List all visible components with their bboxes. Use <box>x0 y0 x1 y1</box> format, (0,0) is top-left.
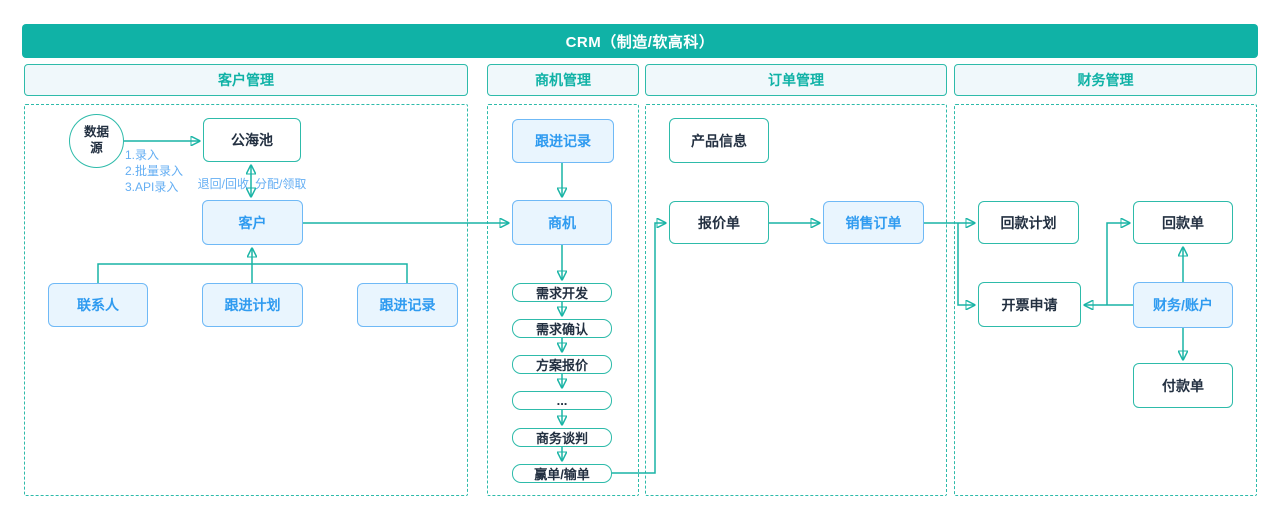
diagram-title: CRM（制造/软高科） <box>22 24 1258 58</box>
section-header-opportunity: 商机管理 <box>487 64 639 96</box>
node-sales-order[interactable]: 销售订单 <box>823 201 924 244</box>
node-product-info[interactable]: 产品信息 <box>669 118 769 163</box>
section-header-order: 订单管理 <box>645 64 947 96</box>
node-stage-demand-confirm[interactable]: 需求确认 <box>512 319 612 338</box>
node-follow-record-customer[interactable]: 跟进记录 <box>357 283 458 327</box>
node-invoice-request[interactable]: 开票申请 <box>978 282 1081 327</box>
node-public-pool[interactable]: 公海池 <box>203 118 301 162</box>
entry-method-label-1: 1.录入 <box>125 148 160 162</box>
assign-claim-label: 分配/领取 <box>255 177 307 191</box>
node-stage-negotiation[interactable]: 商务谈判 <box>512 428 612 447</box>
return-recycle-label: 退回/回收 <box>197 177 249 191</box>
node-payment-bill[interactable]: 付款单 <box>1133 363 1233 408</box>
node-payment-plan[interactable]: 回款计划 <box>978 201 1079 244</box>
section-body-finance <box>954 104 1257 496</box>
entry-method-label-3: 3.API录入 <box>125 180 179 194</box>
section-body-customer <box>24 104 468 496</box>
node-stage-solution-quote[interactable]: 方案报价 <box>512 355 612 374</box>
node-stage-win-lose[interactable]: 赢单/输单 <box>512 464 612 483</box>
node-payment-receipt[interactable]: 回款单 <box>1133 201 1233 244</box>
node-stage-demand-dev[interactable]: 需求开发 <box>512 283 612 302</box>
node-customer[interactable]: 客户 <box>202 200 303 245</box>
node-data-source[interactable]: 数据源 <box>69 114 124 168</box>
node-contact[interactable]: 联系人 <box>48 283 148 327</box>
node-stage-ellipsis[interactable]: ... <box>512 391 612 410</box>
node-quotation[interactable]: 报价单 <box>669 201 769 244</box>
node-follow-record-opportunity[interactable]: 跟进记录 <box>512 119 614 163</box>
node-follow-plan[interactable]: 跟进计划 <box>202 283 303 327</box>
entry-method-labels: 1.录入 2.批量录入 3.API录入 <box>125 147 183 195</box>
node-opportunity[interactable]: 商机 <box>512 200 612 245</box>
section-header-finance: 财务管理 <box>954 64 1257 96</box>
entry-method-label-2: 2.批量录入 <box>125 164 184 178</box>
section-header-customer: 客户管理 <box>24 64 468 96</box>
node-finance-account[interactable]: 财务/账户 <box>1133 282 1233 328</box>
